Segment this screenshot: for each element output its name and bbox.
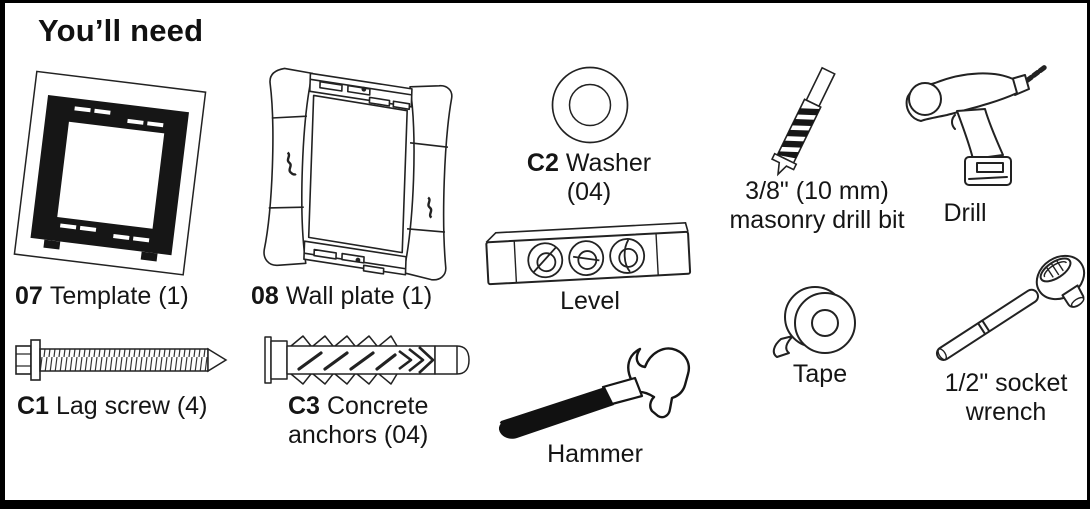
template-figure (9, 61, 209, 285)
drill-bit-illustration-svg (770, 66, 836, 177)
socket-wrench-label: 1/2" socket wrench (917, 369, 1087, 427)
washer-illustration-svg (551, 66, 629, 144)
lag-screw-illustration-svg (15, 339, 228, 381)
level-figure (481, 221, 695, 287)
hammer-label: Hammer (510, 440, 680, 469)
hammer-name: Hammer (547, 440, 643, 468)
socket-wrench-name: wrench (965, 398, 1047, 426)
level-label: Level (510, 287, 670, 316)
anchor-name-line1: Concrete (326, 392, 429, 420)
washer-code: C2 (526, 149, 559, 177)
anchor-illustration-svg (264, 335, 470, 385)
tape-illustration-svg (772, 286, 856, 358)
drill-bit-size: 3/8" (10 mm) (745, 177, 889, 205)
drill-bit-label: 3/8" (10 mm) masonry drill bit (708, 177, 926, 235)
hammer-figure (491, 337, 701, 445)
socket-wrench-size: 1/2" socket (944, 369, 1068, 397)
template-code: 07 (15, 282, 43, 310)
socket-wrench-illustration-svg (935, 254, 1086, 361)
anchor-figure (261, 331, 475, 389)
anchor-code: C3 (288, 392, 320, 420)
page-title: You’ll need (38, 13, 204, 48)
lag-screw-name: Lag screw (4) (55, 392, 208, 420)
lag-screw-figure (13, 333, 228, 387)
wall-plate-code: 08 (251, 282, 279, 310)
drill-bit-figure (753, 61, 853, 185)
washer-figure (548, 63, 632, 147)
wall-plate-name: Wall plate (1) (285, 282, 433, 310)
template-illustration-svg (13, 70, 207, 276)
wall-plate-figure (241, 59, 473, 285)
drill-bit-name: masonry drill bit (729, 206, 905, 234)
drill-figure (895, 59, 1047, 197)
lag-screw-code: C1 (17, 392, 49, 420)
drill-name: Drill (943, 199, 987, 227)
tape-label: Tape (775, 360, 865, 389)
drill-illustration-svg (905, 64, 1047, 186)
anchor-name-line2: anchors (04) (288, 421, 429, 449)
template-name: Template (1) (49, 282, 189, 310)
washer-name: Washer (565, 149, 652, 177)
tape-name: Tape (792, 360, 848, 388)
socket-wrench-figure (930, 251, 1087, 375)
hammer-illustration-svg (496, 347, 690, 440)
washer-qty: (04) (566, 178, 612, 206)
level-name: Level (560, 287, 620, 315)
tape-figure (767, 283, 871, 363)
drill-label: Drill (910, 199, 1020, 228)
level-illustration-svg (485, 222, 692, 286)
wall-plate-illustration-svg (263, 67, 453, 281)
